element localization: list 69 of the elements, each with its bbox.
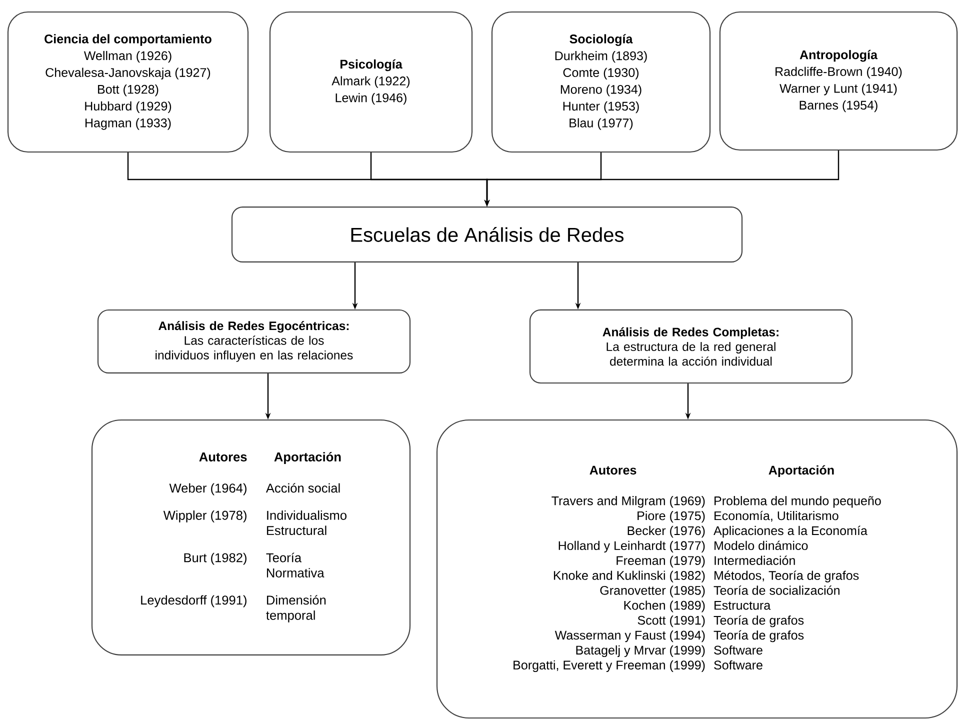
author-name: Hubbard (1929) bbox=[85, 101, 172, 114]
author-name: Radcliffe-Brown (1940) bbox=[776, 66, 902, 78]
table-cell: Kochen (1989) bbox=[624, 600, 705, 612]
author-name: Almark (1922) bbox=[332, 76, 410, 88]
table-cell: Burt (1982) bbox=[184, 552, 246, 565]
table-cell: Individualismo Estructural bbox=[267, 510, 346, 536]
table-cell: Weber (1964) bbox=[169, 483, 246, 496]
authors-table bbox=[436, 419, 958, 719]
author-name: Bott (1928) bbox=[98, 84, 158, 96]
author-name: Wellman (1926) bbox=[84, 50, 172, 63]
table-cell: Piore (1975) bbox=[638, 510, 705, 523]
table-cell: Holland y Leinhardt (1977) bbox=[558, 540, 705, 553]
authors-table bbox=[91, 420, 411, 656]
table-cell: Software bbox=[714, 660, 762, 670]
discipline-box bbox=[269, 11, 473, 153]
table-cell: Modelo dinámico bbox=[714, 540, 808, 550]
table-cell: Wasserman y Faust (1994) bbox=[554, 630, 705, 642]
author-name: Hunter (1953) bbox=[563, 101, 639, 114]
table-cell: Becker (1976) bbox=[628, 526, 705, 538]
discipline-box bbox=[491, 11, 711, 153]
table-cell: Intermediación bbox=[714, 556, 795, 565]
table-cell: Batagelj y Mrvar (1999) bbox=[576, 645, 705, 658]
box-heading: Sociología bbox=[570, 34, 633, 46]
author-name: Hagman (1933) bbox=[85, 118, 171, 130]
table-cell: Dimensión temporal bbox=[266, 595, 326, 622]
school-box bbox=[97, 310, 411, 374]
author-name: Blau (1977) bbox=[570, 118, 633, 130]
table-cell: Granovetter (1985) bbox=[600, 586, 705, 598]
box-heading: Análisis de Redes Egocéntricas: bbox=[158, 321, 349, 333]
box-title: Escuelas de Análisis de Redes bbox=[351, 227, 624, 242]
author-name: Chevalesa-Janovskaja (1927) bbox=[46, 68, 210, 80]
table-cell: Leydesdorff (1991) bbox=[141, 595, 246, 608]
box-description: Las características de los individuos influyen en las relaciones bbox=[156, 336, 353, 362]
table-cell: Economía, Utilitarismo bbox=[714, 510, 838, 522]
table-cell: Aplicaciones a la Economía bbox=[714, 526, 868, 538]
discipline-box bbox=[719, 11, 958, 151]
column-header: Autores bbox=[590, 466, 636, 475]
author-name: Barnes (1954) bbox=[800, 100, 878, 112]
table-cell: Métodos, Teoría de grafos bbox=[714, 570, 859, 582]
school-box bbox=[529, 309, 853, 384]
author-name: Comte (1930) bbox=[563, 68, 638, 80]
column-header: Aportación bbox=[274, 452, 341, 464]
author-name: Durkheim (1893) bbox=[555, 51, 647, 63]
author-name: Warner y Lunt (1941) bbox=[780, 84, 897, 96]
discipline-box bbox=[7, 11, 249, 153]
table-cell: Travers and Milgram (1969) bbox=[552, 496, 705, 508]
table-cell: Teoría Normativa bbox=[266, 552, 324, 578]
table-cell: Wippler (1978) bbox=[163, 510, 246, 522]
author-name: Lewin (1946) bbox=[336, 93, 406, 105]
table-cell: Teoría de grafos bbox=[714, 630, 804, 642]
box-heading: Análisis de Redes Completas: bbox=[602, 327, 778, 339]
table-cell: Estructura bbox=[714, 601, 771, 610]
table-cell: Acción social bbox=[266, 483, 340, 493]
author-name: Moreno (1934) bbox=[560, 84, 642, 96]
column-header: Aportación bbox=[768, 465, 834, 478]
table-cell: Borgatti, Everett y Freeman (1999) bbox=[514, 660, 705, 672]
box-heading: Ciencia del comportamiento bbox=[44, 34, 212, 46]
box-description: La estructura de la red general determina la acción individual bbox=[606, 342, 776, 366]
table-cell: Freeman (1979) bbox=[616, 556, 705, 568]
title-box bbox=[231, 206, 743, 262]
box-heading: Psicología bbox=[340, 59, 402, 72]
table-cell: Teoría de grafos bbox=[714, 615, 804, 628]
table-cell: Knoke and Kuklinski (1982) bbox=[554, 570, 705, 582]
table-cell: Software bbox=[714, 645, 762, 655]
table-cell: Teoría de socialización bbox=[714, 586, 840, 595]
table-cell: Scott (1991) bbox=[638, 616, 705, 628]
column-header: Autores bbox=[199, 452, 247, 462]
box-heading: Antropología bbox=[800, 50, 878, 62]
table-cell: Problema del mundo pequeño bbox=[714, 496, 881, 508]
